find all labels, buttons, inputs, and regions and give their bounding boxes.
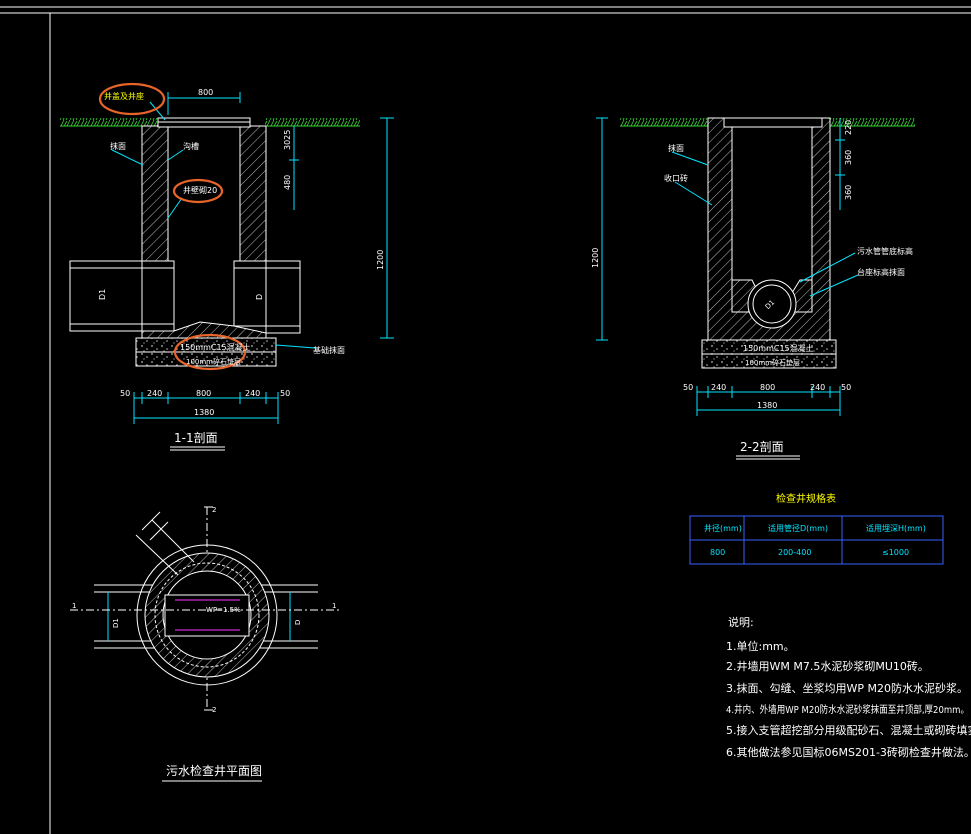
label-base-2: 100mm碎石垫层	[745, 358, 800, 367]
left-pipe	[69, 260, 175, 332]
label-base: 100mm碎石垫层	[186, 357, 241, 366]
dim-total-1380: 1380	[194, 408, 214, 417]
dim-480: 480	[283, 175, 292, 190]
note-3: 3.抹面、勾缝、坐浆均用WP M20防水水泥砂浆。	[726, 681, 968, 695]
plan-branch-pipe	[135, 511, 195, 576]
section-2-2: 抹面 收口砖 污水管管底标高 台座标高抹面 D1 150mmC15混凝土 100…	[591, 117, 915, 460]
dim-800-2: 800	[760, 383, 775, 392]
note-1: 1.单位:mm。	[726, 639, 795, 653]
dim-50a-2: 50	[683, 383, 693, 392]
table-cell-diameter: 800	[710, 548, 725, 557]
table-cell-pipe: 200-400	[778, 548, 811, 557]
plan-outer-circle	[136, 544, 278, 686]
note-5: 5.接入支管超挖部分用级配砂石、混凝土或砌砖填实。	[726, 723, 971, 737]
annotation-circle-cover	[98, 82, 166, 116]
dimension-lines-2	[596, 117, 845, 416]
table-header-depth: 适用埋深H(mm)	[866, 523, 926, 533]
plan-title: 污水检查井平面图	[166, 763, 262, 778]
table-title: 检查井规格表	[776, 492, 836, 505]
label-foundation-2: 150mmC15混凝土	[743, 343, 814, 353]
dim-360a: 360	[844, 150, 853, 165]
plan-pipe-right	[258, 584, 318, 649]
section-mark-2-bottom: 2	[212, 706, 216, 714]
plan-label-slope: WP=1.5%	[206, 606, 241, 614]
section-mark-1-right: 1	[332, 602, 336, 610]
label-pipe-d: D	[255, 294, 264, 300]
label-wall: 井壁砌20	[183, 185, 217, 195]
annotation-circle-foundation	[173, 333, 247, 371]
drawing-frame	[0, 6, 971, 834]
dim-240b: 240	[245, 389, 260, 398]
label-cover: 井盖及井座	[104, 91, 144, 101]
label-foundation: 150mmC15混凝土	[180, 342, 251, 352]
label-collar: 收口砖	[664, 173, 688, 183]
annotation-circle-wall	[172, 178, 224, 204]
dim-800: 800	[196, 389, 211, 398]
dim-height-1200: 1200	[376, 250, 385, 270]
label-plaster-2: 抹面	[668, 143, 684, 153]
dim-top-800: 800	[198, 88, 213, 97]
dim-50b-2: 50	[841, 383, 851, 392]
plan-label-d1: D1	[112, 618, 120, 628]
cover-frame-2	[723, 117, 823, 128]
note-4: 4.井内、外墙用WP M20防水水泥砂浆抹面至井顶部,厚20mm。	[726, 703, 969, 716]
dim-240a-2: 240	[711, 383, 726, 392]
right-pipe	[233, 260, 301, 334]
plan-channel	[164, 594, 250, 637]
dim-height-1200-2: 1200	[591, 248, 600, 268]
plan-view: 1 1 2 2 D1 D WP=1.5% 污水检查井平面图	[70, 506, 340, 782]
left-wall	[141, 125, 169, 262]
dim-240b-2: 240	[810, 383, 825, 392]
section-title-1-1: 1-1剖面	[174, 431, 218, 445]
ground-line-right	[620, 118, 915, 127]
leaders-1	[111, 101, 316, 349]
dim-50b: 50	[280, 389, 290, 398]
section-1-1: 井盖及井座 抹面 沟槽 井壁砌20 基础抹面 150mmC15混凝土 100mm…	[60, 82, 394, 451]
gravel-base	[135, 351, 277, 367]
plan-label-d: D	[294, 620, 302, 625]
dim-240a: 240	[147, 389, 162, 398]
table-header-diameter: 井径(mm)	[704, 523, 742, 533]
dim-360b: 360	[844, 185, 853, 200]
dim-50a: 50	[120, 389, 130, 398]
right-wall	[239, 125, 267, 262]
section-title-2-2: 2-2剖面	[740, 440, 784, 454]
spec-table: 检查井规格表 井径(mm) 适用管径D(mm) 适用埋深H(mm) 800 20…	[689, 492, 944, 565]
dim-220: 220	[844, 120, 853, 135]
label-plaster: 抹面	[110, 141, 126, 151]
notes-heading: 说明:	[728, 615, 754, 629]
notes: 说明: 1.单位:mm。 2.井墙用WM M7.5水泥砂浆砌MU10砖。 3.抹…	[726, 615, 971, 759]
gravel-base-2	[701, 353, 837, 369]
section-mark-1-left: 1	[72, 602, 76, 610]
section-mark-2-top: 2	[212, 506, 216, 514]
label-pipe-d1: D1	[98, 289, 107, 300]
table-cell-depth: ≤1000	[882, 548, 909, 557]
label-bench-elev: 台座标高抹面	[857, 267, 905, 277]
leaders-2	[671, 151, 859, 297]
label-invert: 污水管管底标高	[857, 246, 913, 256]
label-bedding: 基础抹面	[313, 345, 345, 355]
note-2: 2.井墙用WM M7.5水泥砂浆砌MU10砖。	[726, 659, 929, 673]
dim-total-1380-2: 1380	[757, 401, 777, 410]
label-channel: 沟槽	[183, 141, 199, 151]
dimension-lines-1	[133, 92, 394, 424]
dim-3025: 3025	[283, 130, 292, 150]
note-6: 6.其他做法参见国标06MS201-3砖砌检查井做法。	[726, 745, 971, 759]
table-header-pipe: 适用管径D(mm)	[768, 523, 828, 533]
